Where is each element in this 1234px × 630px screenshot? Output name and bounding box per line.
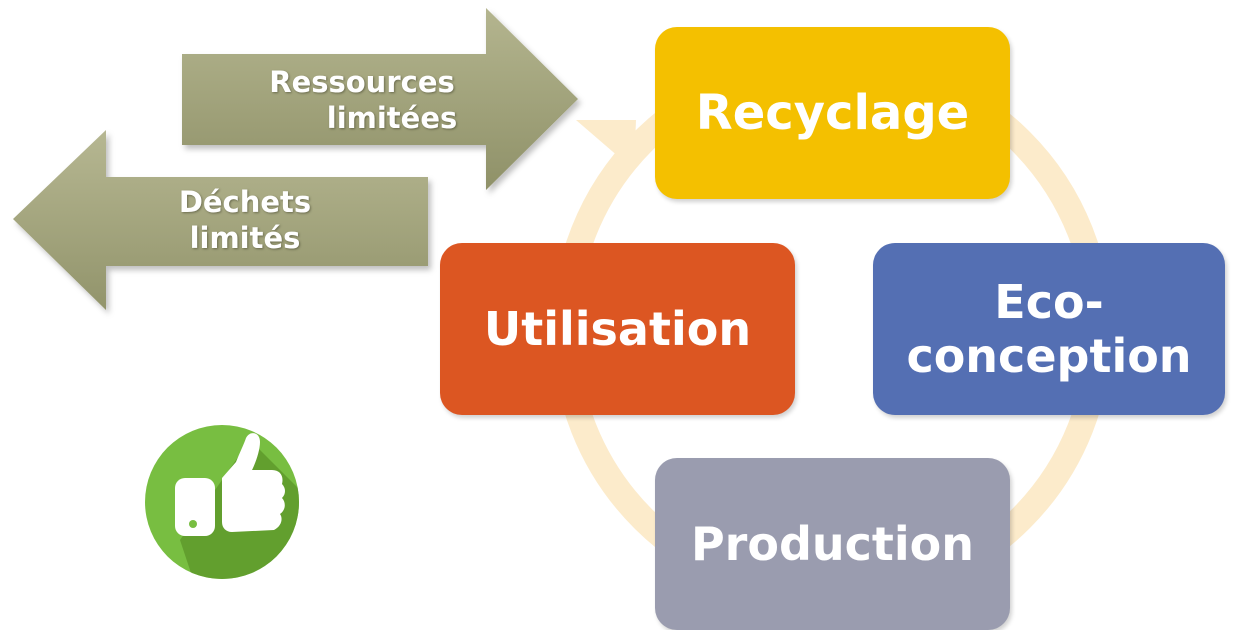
- stage-production: Production: [655, 458, 1010, 630]
- thumbs-up-icon: [145, 425, 299, 579]
- stage-recyclage: Recyclage: [655, 27, 1010, 199]
- arrow-label-ressources-line1: Ressources: [269, 65, 455, 99]
- arrow-label-dechets-line2: limités: [189, 221, 301, 255]
- stage-utilisation-label: Utilisation: [483, 302, 752, 356]
- arrow-left-dechets: [13, 130, 428, 310]
- arrow-right-ressources: [182, 8, 578, 190]
- arrow-label-ressources: Ressources limitées: [232, 64, 492, 136]
- arrow-label-dechets: Déchets limités: [130, 184, 360, 256]
- arrow-label-ressources-line2: limitées: [326, 101, 458, 135]
- stage-eco-conception-line1: Eco-: [994, 275, 1104, 329]
- stage-recyclage-label: Recyclage: [695, 85, 970, 141]
- stage-eco-conception-line2: conception: [906, 329, 1192, 383]
- stage-production-label: Production: [690, 517, 975, 571]
- stage-eco-conception: Eco- conception: [873, 243, 1225, 415]
- cycle-arrowhead: [576, 120, 636, 170]
- stage-utilisation: Utilisation: [440, 243, 795, 415]
- arrow-label-dechets-line1: Déchets: [178, 185, 312, 219]
